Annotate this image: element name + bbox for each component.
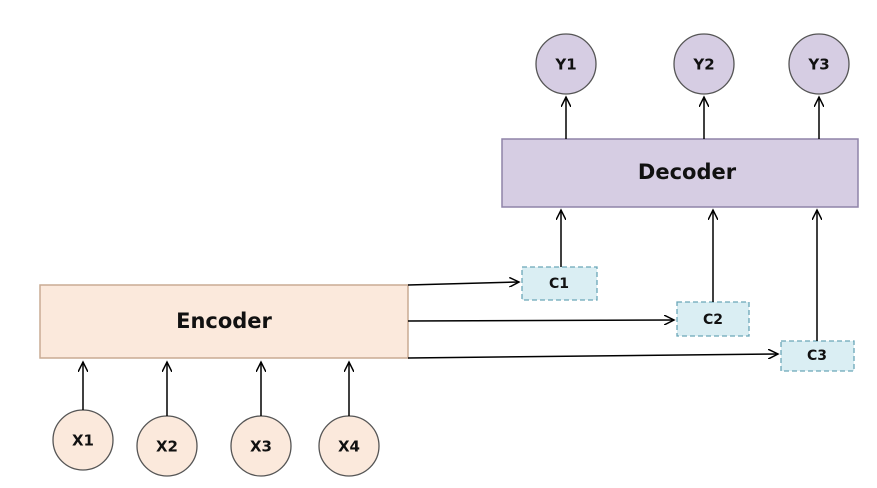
decoder-box xyxy=(501,138,859,208)
output-node-circle xyxy=(673,33,735,95)
arrow-encoder-to-c2 xyxy=(407,320,674,321)
output-y2-node: Y2 xyxy=(673,33,735,95)
context-c1-box: C1 xyxy=(521,266,598,301)
context-c3-box: C3 xyxy=(780,340,855,372)
arrow-encoder-to-c3 xyxy=(407,354,778,358)
encoder-block: Encoder xyxy=(39,284,409,359)
decoder-block: Decoder xyxy=(501,138,859,208)
output-y3-node: Y3 xyxy=(788,33,850,95)
input-node-label: X3 xyxy=(250,438,272,456)
context-label: C1 xyxy=(549,276,569,292)
encoder-box xyxy=(39,284,409,359)
input-x2-node: X2 xyxy=(136,415,198,477)
input-x3-node: X3 xyxy=(230,415,292,477)
output-node-label: Y1 xyxy=(554,56,576,74)
output-node-label: Y3 xyxy=(807,56,829,74)
input-node-label: X2 xyxy=(156,438,178,456)
input-node-label: X4 xyxy=(338,438,360,456)
context-box-rect xyxy=(676,301,750,337)
encoder-label: Encoder xyxy=(176,309,272,333)
output-node-circle xyxy=(535,33,597,95)
output-node-circle xyxy=(788,33,850,95)
input-x4-node: X4 xyxy=(318,415,380,477)
arrow-encoder-to-c1 xyxy=(407,282,519,285)
context-box-rect xyxy=(521,266,598,301)
output-node-label: Y2 xyxy=(692,56,714,74)
input-node-label: X1 xyxy=(72,432,94,450)
decoder-label: Decoder xyxy=(638,160,737,184)
context-label: C2 xyxy=(703,312,723,328)
context-c2-box: C2 xyxy=(676,301,750,337)
context-label: C3 xyxy=(807,348,827,364)
output-y1-node: Y1 xyxy=(535,33,597,95)
input-x1-node: X1 xyxy=(52,409,114,471)
